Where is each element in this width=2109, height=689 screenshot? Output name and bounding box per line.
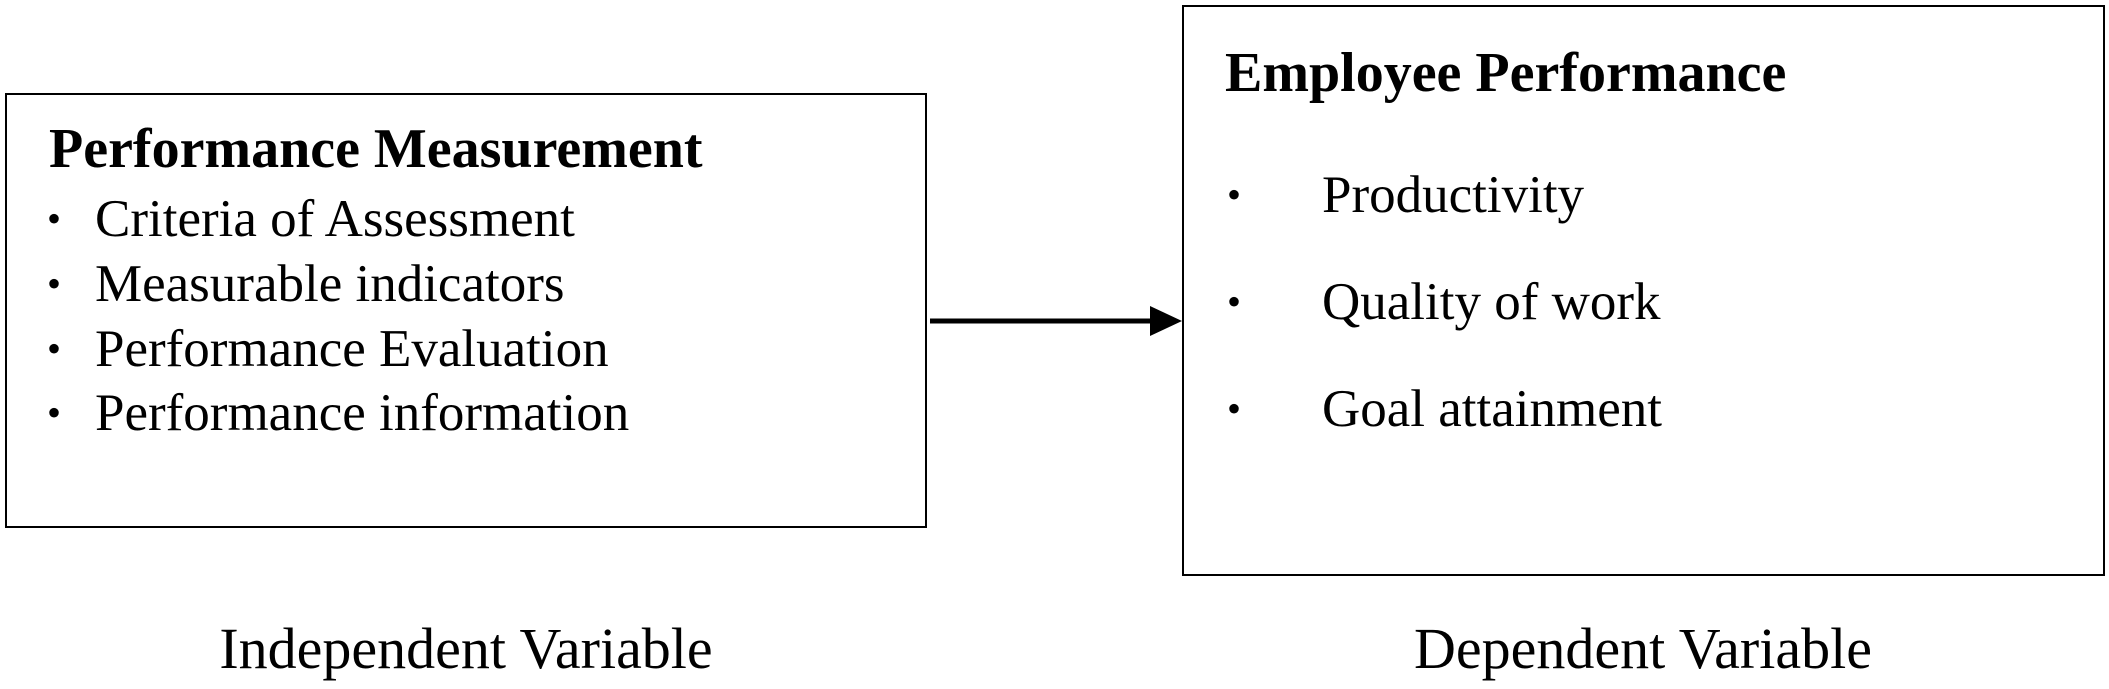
list-item-text: Quality of work bbox=[1322, 273, 1661, 331]
independent-variable-caption: Independent Variable bbox=[219, 616, 713, 681]
bullet-icon: • bbox=[1227, 172, 1242, 217]
bullet-icon: • bbox=[1227, 386, 1242, 431]
arrow-icon bbox=[930, 306, 1182, 336]
bullet-icon: • bbox=[47, 261, 62, 306]
bullet-icon: • bbox=[47, 326, 62, 371]
list-item-text: Performance Evaluation bbox=[95, 320, 609, 378]
dependent-variable-caption: Dependent Variable bbox=[1414, 616, 1872, 681]
list-item-text: Goal attainment bbox=[1322, 380, 1662, 438]
dependent-variable-box: Employee Performance • Productivity • Qu… bbox=[1182, 5, 2105, 576]
dependent-box-title: Employee Performance bbox=[1225, 42, 1787, 104]
bullet-icon: • bbox=[47, 196, 62, 241]
list-item-text: Criteria of Assessment bbox=[95, 190, 575, 248]
independent-box-title: Performance Measurement bbox=[49, 118, 703, 180]
list-item-text: Performance information bbox=[95, 384, 630, 442]
arrow-head bbox=[1150, 306, 1182, 336]
bullet-icon: • bbox=[1227, 279, 1242, 324]
list-item-text: Productivity bbox=[1322, 166, 1585, 224]
bullet-icon: • bbox=[47, 390, 62, 435]
list-item-text: Measurable indicators bbox=[95, 255, 565, 313]
independent-variable-box: Performance Measurement • Criteria of As… bbox=[5, 93, 927, 528]
